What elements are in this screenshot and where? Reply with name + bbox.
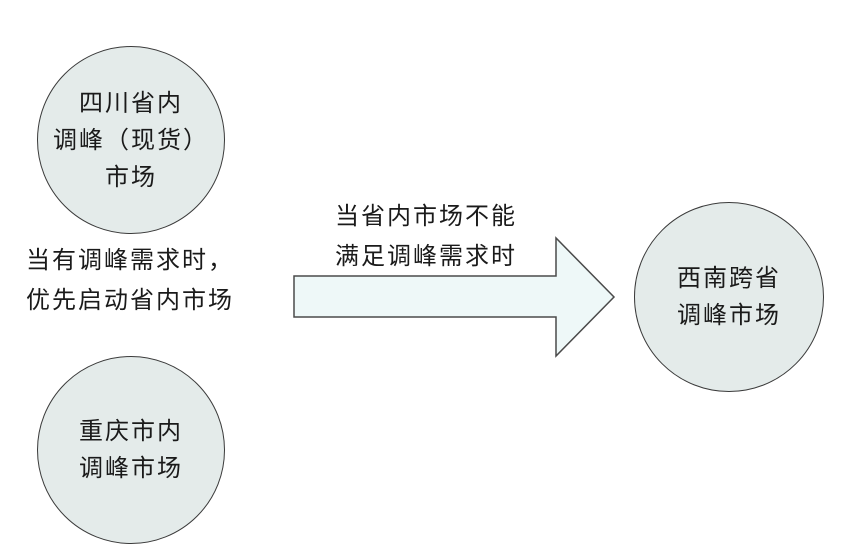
sichuan-label-line: 调峰（现货） xyxy=(53,125,209,154)
southwest-label-line: 西南跨省 xyxy=(677,264,781,292)
southwest-label-line: 调峰市场 xyxy=(677,301,781,329)
southwest-market-node: 西南跨省 调峰市场 xyxy=(634,202,824,392)
left-note: 当有调峰需求时， 优先启动省内市场 xyxy=(26,240,234,320)
chongqing-label-line: 重庆市内 xyxy=(79,417,183,445)
sichuan-market-label: 四川省内 调峰（现货） 市场 xyxy=(53,85,209,196)
chongqing-market-node: 重庆市内 调峰市场 xyxy=(37,356,225,544)
left-note-line: 当有调峰需求时， xyxy=(26,246,234,274)
flow-arrow xyxy=(293,236,616,358)
sichuan-label-line: 市场 xyxy=(105,162,157,191)
arrow-label-line: 当省内市场不能 xyxy=(335,202,517,230)
left-note-line: 优先启动省内市场 xyxy=(26,286,234,314)
southwest-market-label: 西南跨省 调峰市场 xyxy=(677,260,781,334)
chongqing-market-label: 重庆市内 调峰市场 xyxy=(79,413,183,487)
sichuan-label-line: 四川省内 xyxy=(79,88,183,117)
arrow-label-line: 满足调峰需求时 xyxy=(335,242,517,270)
chongqing-label-line: 调峰市场 xyxy=(79,454,183,482)
sichuan-market-node: 四川省内 调峰（现货） 市场 xyxy=(37,46,225,234)
arrow-label: 当省内市场不能 满足调峰需求时 xyxy=(335,196,517,276)
